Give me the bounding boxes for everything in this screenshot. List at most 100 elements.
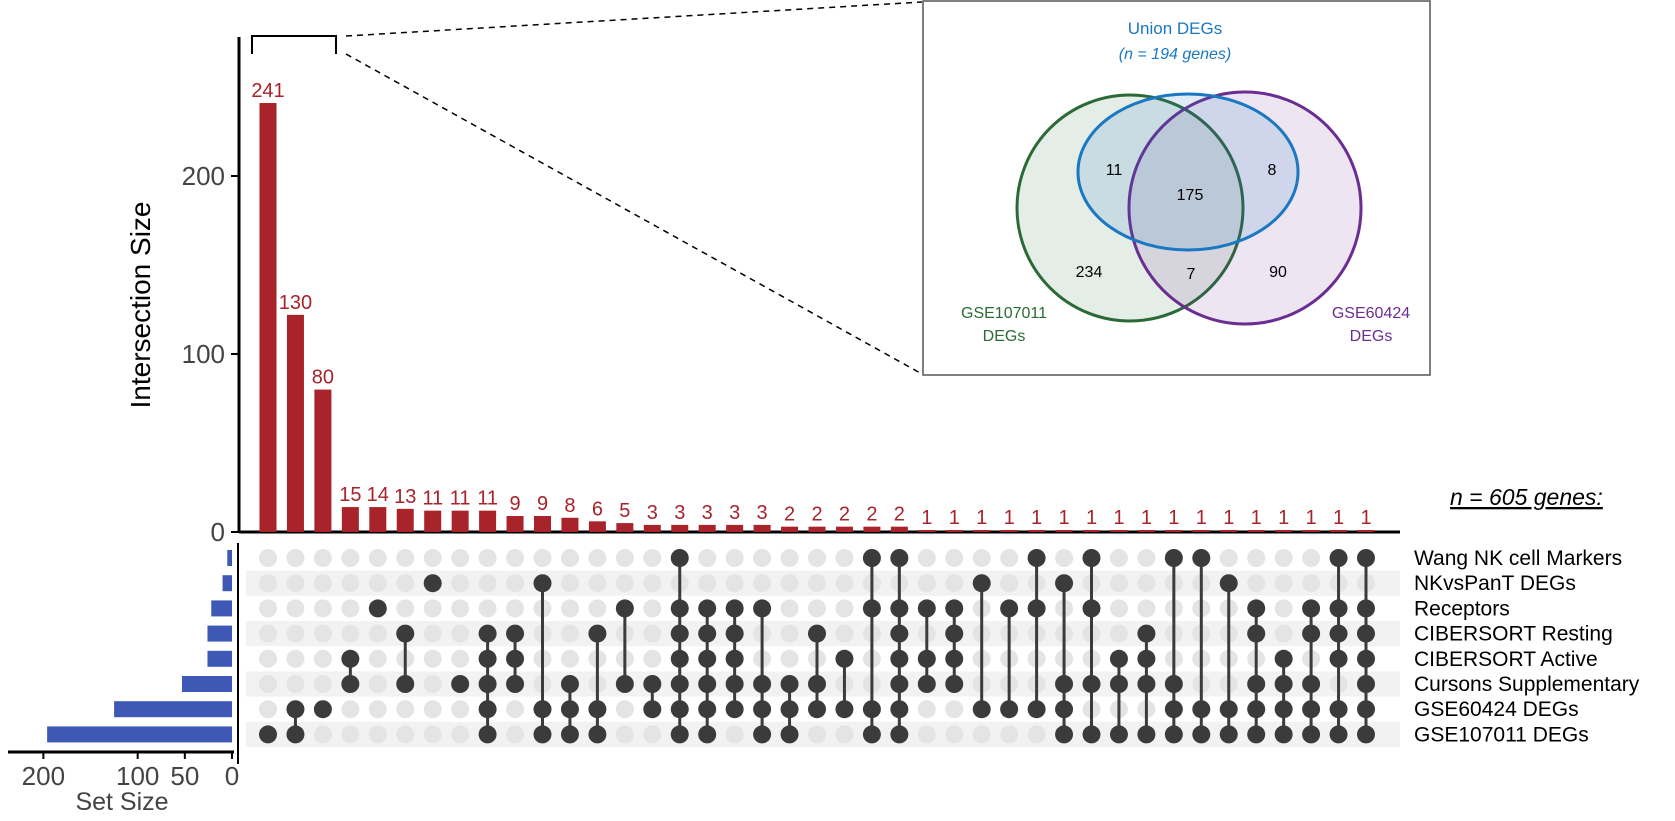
matrix-dot-empty: [506, 574, 525, 593]
intersection-bar: [1275, 530, 1293, 532]
matrix-dot-empty: [780, 624, 799, 643]
intersection-bar-label: 14: [367, 484, 389, 506]
matrix-dot-empty: [1027, 725, 1046, 744]
matrix-dot-empty: [1137, 549, 1156, 567]
matrix-dot-empty: [1274, 599, 1293, 618]
intersection-bar: [1028, 530, 1046, 532]
intersection-bar-label: 1: [1031, 507, 1042, 529]
matrix-dot-empty: [780, 599, 799, 618]
intersection-bar: [561, 517, 579, 532]
matrix-dot-empty: [341, 574, 360, 593]
intersection-axis-title: Intersection Size: [125, 202, 156, 409]
matrix-dot-empty: [396, 574, 415, 593]
set-label: Wang NK cell Markers: [1414, 547, 1622, 570]
matrix-dot-empty: [945, 549, 964, 567]
matrix-dot-empty: [1302, 574, 1321, 593]
intersection-bar: [1137, 530, 1155, 532]
matrix-dot-empty: [917, 549, 936, 567]
intersection-bar-label: 3: [674, 502, 685, 524]
matrix-dot-empty: [780, 574, 799, 593]
intersection-bar: [671, 524, 689, 532]
matrix-dot-empty: [423, 675, 442, 693]
matrix-dot-empty: [1247, 574, 1266, 593]
matrix-dot-empty: [286, 675, 305, 693]
matrix-dot-empty: [451, 574, 470, 593]
intersection-bar-label: 2: [811, 504, 822, 526]
venn-left-label-line1: GSE107011: [961, 305, 1047, 322]
matrix-dot-empty: [1000, 549, 1019, 567]
venn-union-ellipse: [1076, 92, 1300, 252]
intersection-bar: [259, 103, 277, 533]
matrix-dot-empty: [1247, 549, 1266, 567]
set-axis-tick-label: 0: [225, 761, 239, 791]
matrix-dot-empty: [286, 599, 305, 618]
matrix-dot-empty: [259, 649, 277, 668]
matrix-dot-empty: [341, 700, 360, 719]
intersection-bar-label: 1: [1141, 507, 1152, 529]
intersection-bar: [835, 526, 853, 532]
venn-region-right-only: 90: [1269, 264, 1287, 281]
set-label: GSE107011 DEGs: [1414, 723, 1589, 746]
matrix-dot-empty: [945, 574, 964, 593]
matrix-dot-empty: [1055, 549, 1074, 567]
intersection-bar: [1220, 530, 1238, 532]
intersection-bar: [506, 515, 524, 532]
matrix-dot-empty: [313, 649, 332, 668]
intersection-bar-label: 6: [592, 498, 603, 520]
matrix-dot-empty: [698, 549, 717, 567]
intersection-bar-label: 2: [894, 504, 905, 526]
matrix-dot-empty: [615, 700, 634, 719]
matrix-dot-empty: [396, 700, 415, 719]
intersection-bar: [588, 521, 606, 532]
venn-subtitle: (n = 194 genes): [1119, 46, 1232, 63]
matrix-dot-empty: [643, 624, 662, 643]
set-size-bar: [47, 726, 232, 743]
matrix-dot-empty: [423, 599, 442, 618]
matrix-dot-empty: [451, 725, 470, 744]
set-size-bar: [182, 676, 232, 692]
intersection-bar-label: 15: [339, 484, 361, 506]
matrix-dot-empty: [835, 624, 854, 643]
intersection-bar-label: 1: [949, 507, 960, 529]
intersection-bar-label: 130: [279, 292, 312, 314]
intersection-bar-label: 1: [1086, 507, 1097, 529]
matrix-dot-empty: [835, 574, 854, 593]
intersection-bar: [1302, 530, 1320, 532]
matrix-dot-empty: [972, 725, 991, 744]
set-axis-tick-label: 100: [116, 761, 159, 791]
intersection-bar-label: 11: [450, 488, 471, 510]
intersection-bar: [973, 530, 991, 532]
matrix-dot-empty: [698, 574, 717, 593]
matrix-dot-empty: [341, 549, 360, 567]
matrix-dot-empty: [780, 649, 799, 668]
matrix-dot-empty: [615, 549, 634, 567]
intersection-bar-label: 1: [921, 507, 932, 529]
matrix-dot-empty: [945, 725, 964, 744]
matrix-dot-empty: [451, 649, 470, 668]
matrix-dot-filled: [451, 675, 470, 693]
matrix-dot-empty: [917, 574, 936, 593]
venn-region-bottom-overlap: 7: [1187, 266, 1196, 283]
matrix-dot-empty: [313, 675, 332, 693]
intersection-bar-label: 11: [477, 488, 498, 510]
matrix-dot-empty: [451, 700, 470, 719]
intersection-bar-label: 1: [1113, 507, 1124, 529]
intersection-bar: [616, 523, 634, 532]
intersection-bar: [1330, 530, 1348, 532]
intersection-bar: [1247, 530, 1265, 532]
matrix-dot-empty: [753, 574, 772, 593]
matrix-dot-empty: [560, 574, 579, 593]
venn-right-label-line1: GSE60424: [1332, 305, 1410, 322]
matrix-dot-empty: [1000, 574, 1019, 593]
zoom-bracket: [251, 35, 337, 54]
intersection-bar: [863, 526, 881, 532]
intersection-bar-label: 1: [1360, 507, 1371, 529]
matrix-dot-empty: [972, 549, 991, 567]
matrix-dot-empty: [808, 599, 826, 618]
matrix-dot-empty: [560, 599, 579, 618]
intersection-bar: [479, 510, 497, 532]
intersection-bar: [1357, 530, 1375, 532]
matrix-dot-empty: [1274, 574, 1293, 593]
matrix-dot-empty: [643, 649, 662, 668]
